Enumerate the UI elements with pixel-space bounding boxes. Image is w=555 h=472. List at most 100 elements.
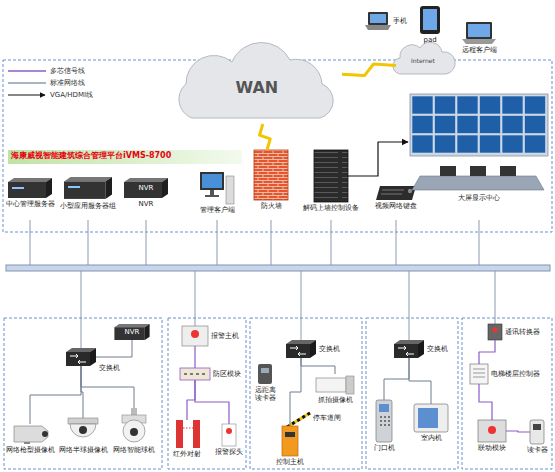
- legend-text: 标准网络线: [50, 79, 85, 87]
- detector-icon: [222, 424, 236, 446]
- wall-screen: [412, 116, 433, 134]
- device-label: 通讯转换器: [505, 328, 540, 336]
- device-label: 报警主机: [211, 332, 239, 340]
- wall-screen: [502, 96, 523, 114]
- firewall-icon: [254, 150, 288, 200]
- alarm-devices: [176, 326, 236, 448]
- infrared-beam: 红外对射: [174, 420, 200, 448]
- device-label: 小型应用服务器组: [60, 202, 116, 210]
- wall-screen: [525, 96, 546, 114]
- legend-line: [8, 82, 46, 84]
- connector: [30, 366, 81, 424]
- door-station-screen: [379, 404, 389, 412]
- wireless-link: [260, 124, 271, 150]
- control-host: 控制主机: [282, 426, 298, 456]
- intercom-region: [366, 318, 458, 469]
- elevator-devices: [470, 324, 544, 444]
- infrared-beam: [183, 428, 193, 429]
- device-text: WAN: [236, 79, 279, 97]
- connector: [506, 431, 530, 432]
- internet-cloud: [393, 42, 455, 74]
- device-label: 网络智能球机: [113, 446, 155, 454]
- legend-text: 多芯信号线: [50, 67, 85, 75]
- dome-camera: 网络半球摄像机: [68, 418, 98, 444]
- door-station: 门口机: [376, 400, 392, 442]
- keyboard-icon: [376, 186, 416, 200]
- device-label: 交换机: [427, 345, 448, 353]
- drop-line: [81, 271, 82, 348]
- device-label: 中心管理服务器: [6, 200, 55, 208]
- connector: [195, 380, 229, 424]
- top-devices: [8, 150, 416, 204]
- device-label: 交换机: [319, 345, 340, 353]
- monitor-screen: [202, 174, 222, 188]
- converter-lamp: [493, 328, 498, 333]
- card-reader: 读卡器: [530, 420, 544, 444]
- connector: [384, 358, 409, 400]
- device-label: 远程客户端: [462, 46, 497, 54]
- connector: [409, 358, 431, 404]
- device-label: 管理客户端: [200, 206, 235, 214]
- camera-lens: [79, 426, 87, 434]
- wall-screen: [525, 116, 546, 134]
- switch: 交换机: [286, 340, 316, 358]
- wall-screen: [457, 116, 478, 134]
- device-label: 大屏显示中心: [458, 194, 500, 202]
- indoor-unit-icon: [414, 404, 448, 432]
- camera-mount: [24, 442, 30, 444]
- device-label: 防火墙: [261, 202, 282, 210]
- drop-line: [409, 271, 410, 340]
- switch-icon: [394, 340, 424, 358]
- device-label: 网络枪型摄像机: [6, 446, 55, 454]
- dome-base: [68, 418, 98, 424]
- indoor-screen: [418, 408, 438, 428]
- server-icon: [8, 178, 52, 198]
- wall-screen: [412, 135, 433, 153]
- reader-window: [261, 368, 269, 373]
- device-label: 控制主机: [276, 458, 304, 466]
- device-label: pad: [424, 36, 437, 44]
- device-label: 交换机: [99, 364, 120, 372]
- wan-node: WAN: [172, 52, 342, 124]
- drop-line: [301, 271, 302, 340]
- reader-window: [533, 424, 541, 430]
- drop-line: [271, 220, 272, 265]
- module-lamp: [488, 426, 496, 434]
- device-label: 视频网络键盘: [375, 202, 417, 210]
- connector: [96, 340, 132, 357]
- server-led: [68, 186, 80, 188]
- app-server-group: 小型应用服务器组: [64, 176, 112, 200]
- legend-text: VGA/HDMI线: [50, 91, 93, 99]
- drop-line: [217, 220, 218, 265]
- video-devices: [14, 324, 150, 444]
- wall-screen: [457, 96, 478, 114]
- laptop-screen: [468, 24, 490, 37]
- wall-screen: [502, 135, 523, 153]
- elevator-controller-icon: [470, 364, 488, 384]
- desk-monitor: [470, 166, 486, 176]
- switch-icon: [66, 348, 96, 366]
- card-reader-icon: [530, 420, 544, 444]
- device-label: 解码上墙控制设备: [303, 204, 359, 212]
- connector: [187, 380, 195, 420]
- parking-barrier: 停车道闸: [276, 412, 310, 424]
- connector: [301, 358, 335, 374]
- camera-lens: [42, 431, 48, 437]
- beam-post: [193, 420, 200, 448]
- video-wall: [410, 94, 548, 190]
- management-client: 管理客户端: [200, 172, 234, 204]
- connector: [479, 340, 495, 364]
- pc-tower: [226, 176, 234, 204]
- connector: [81, 366, 134, 408]
- remote-devices: [365, 6, 496, 44]
- drop-line: [331, 220, 332, 265]
- device-text: NVR: [139, 184, 154, 192]
- wall-frame: [410, 94, 548, 156]
- control-host-icon: [282, 426, 298, 456]
- wall-screen: [412, 96, 433, 114]
- network-bus: [6, 265, 550, 271]
- console-desk: [412, 176, 544, 190]
- phone-screen: [370, 14, 386, 23]
- wall-screen: [435, 96, 456, 114]
